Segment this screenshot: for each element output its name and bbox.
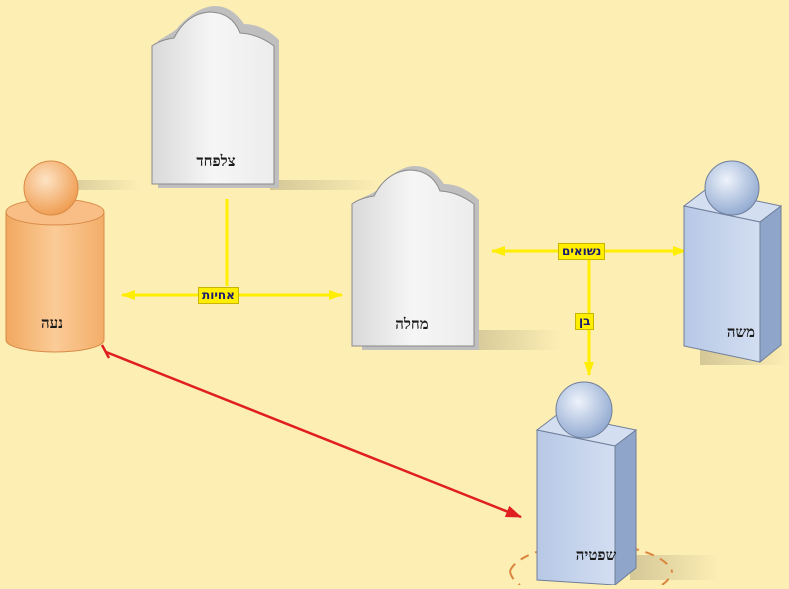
relation-son-label: בן xyxy=(575,313,595,330)
relation-marriage-label: נשואים xyxy=(558,243,606,260)
relation-siblings-label: אחיות xyxy=(198,287,239,304)
figure-shiftiya xyxy=(535,381,638,587)
tombstone-tzelofchad xyxy=(151,6,279,188)
label-noa: נעה xyxy=(41,314,63,332)
label-moshe: משה xyxy=(726,323,756,341)
figure-shadow xyxy=(60,180,140,190)
red-arrow xyxy=(100,344,522,519)
label-shiftiya: שפטיה xyxy=(575,546,617,564)
siblings-connector xyxy=(121,199,343,300)
figure-noa xyxy=(5,160,105,353)
tombstone-shadow xyxy=(270,180,380,190)
label-tzelofchad: צלפחד xyxy=(196,152,236,170)
figure-moshe xyxy=(682,160,783,364)
figure-shadow xyxy=(630,555,720,580)
label-machla: מחלה xyxy=(395,315,429,333)
tombstone-shadow xyxy=(470,330,560,350)
tombstone-machla xyxy=(351,166,479,350)
